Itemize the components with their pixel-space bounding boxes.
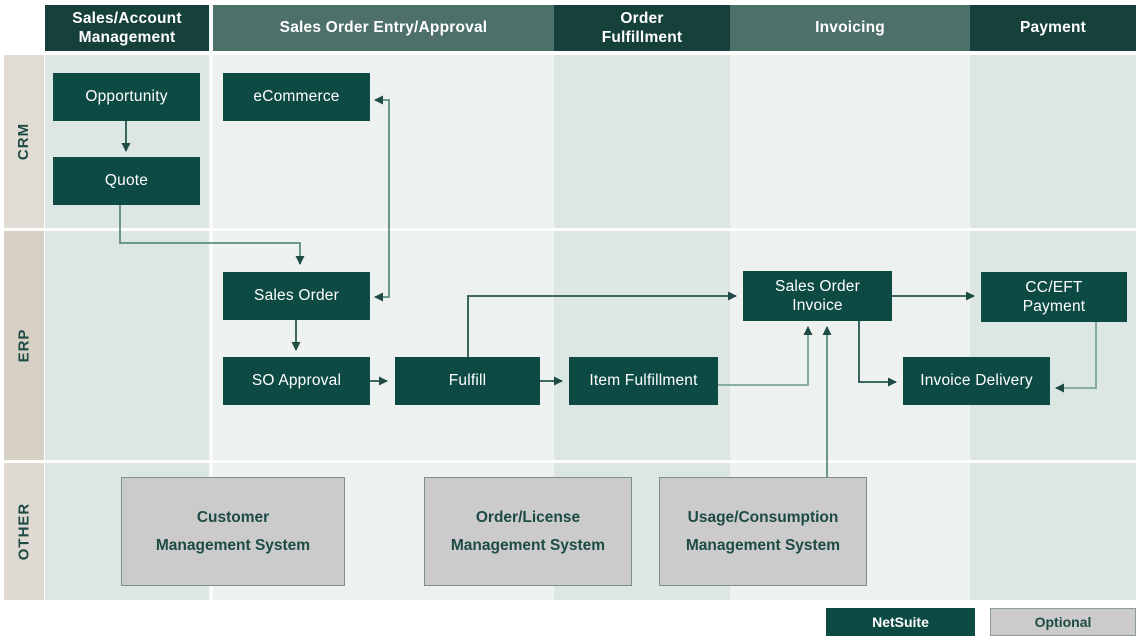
column-separator (209, 5, 213, 600)
lane-payment (970, 55, 1136, 600)
row-separator-crm-erp (0, 228, 1140, 231)
row-band-other: OTHER (4, 463, 44, 600)
legend-optional: Optional (990, 608, 1136, 636)
row-band-crm: CRM (4, 55, 44, 228)
column-header-invoicing: Invoicing (730, 5, 970, 51)
node-customer-management-system: Customer Management System (121, 477, 345, 586)
row-label-other: OTHER (15, 502, 33, 561)
node-order-license-management-system: Order/License Management System (424, 477, 632, 586)
node-sales-order-invoice: Sales Order Invoice (743, 271, 892, 321)
node-fulfill: Fulfill (395, 357, 540, 405)
row-label-erp: ERP (15, 328, 33, 363)
node-quote: Quote (53, 157, 200, 205)
node-invoice-delivery: Invoice Delivery (903, 357, 1050, 405)
node-cc-eft-payment: CC/EFT Payment (981, 272, 1127, 322)
column-header-sales-order-entry-approval: Sales Order Entry/Approval (213, 5, 554, 51)
row-label-crm: CRM (15, 122, 33, 161)
column-header-payment: Payment (970, 5, 1136, 51)
node-sales-order: Sales Order (223, 272, 370, 320)
row-separator-erp-other (0, 460, 1140, 463)
node-item-fulfillment: Item Fulfillment (569, 357, 718, 405)
node-so-approval: SO Approval (223, 357, 370, 405)
column-header-order-fulfillment: Order Fulfillment (554, 5, 730, 51)
node-opportunity: Opportunity (53, 73, 200, 121)
column-header-sales-account-management: Sales/Account Management (45, 5, 209, 51)
node-ecommerce: eCommerce (223, 73, 370, 121)
row-band-erp: ERP (4, 231, 44, 460)
node-usage-consumption-management-system: Usage/Consumption Management System (659, 477, 867, 586)
legend-netsuite: NetSuite (826, 608, 975, 636)
